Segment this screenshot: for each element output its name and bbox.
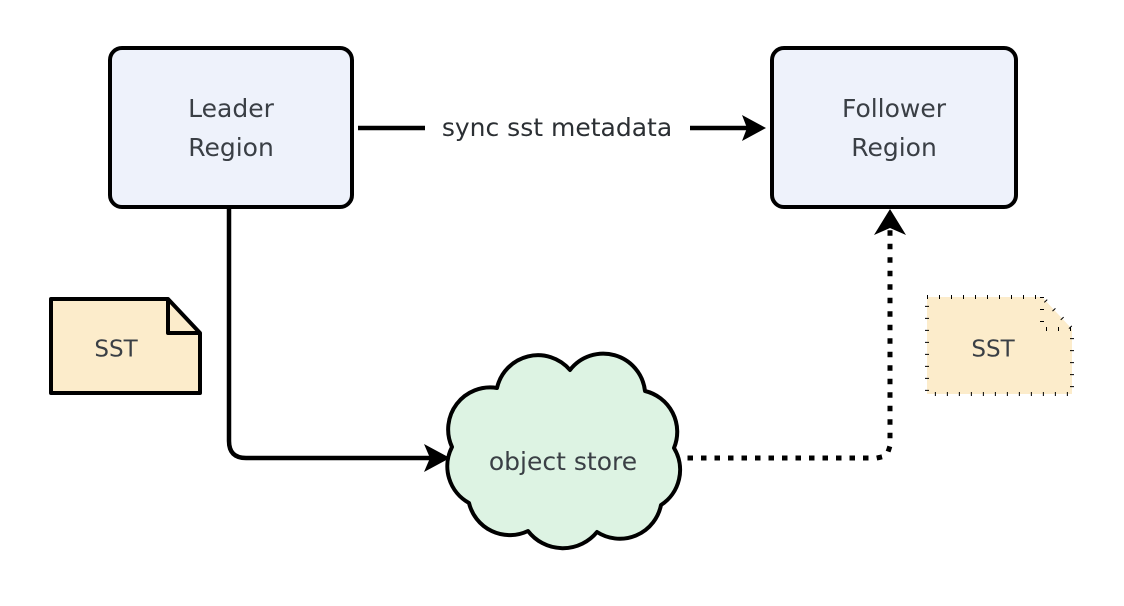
edge-sync-sst-metadata: sync sst metadata	[358, 113, 766, 142]
sst-leader-label: SST	[94, 337, 138, 363]
node-follower-region[interactable]: Follower Region	[770, 46, 1018, 209]
follower-region-label-line2: Region	[851, 133, 937, 162]
sst-follower-document-fill	[927, 297, 1072, 394]
edge-upload-path	[226, 209, 432, 461]
sst-leader-fold-icon	[166, 299, 200, 335]
follower-region-label-line1: Follower	[842, 94, 947, 123]
edge-object-store-to-follower	[687, 209, 906, 461]
leader-region-box[interactable]	[108, 46, 354, 209]
object-store-label: object store	[489, 447, 637, 476]
edge-fetch-path	[687, 229, 893, 461]
sst-leader-document-icon[interactable]	[49, 297, 202, 395]
follower-region-box[interactable]	[770, 46, 1018, 209]
node-sst-follower[interactable]: SST	[925, 295, 1074, 396]
edge-fetch-arrowhead	[874, 209, 906, 235]
node-sst-leader[interactable]: SST	[49, 297, 202, 395]
leader-region-label-line2: Region	[188, 133, 274, 162]
node-leader-region[interactable]: Leader Region	[108, 46, 354, 209]
object-store-cloud-icon[interactable]	[445, 351, 683, 551]
edge-upload-arrowhead	[424, 444, 450, 472]
edge-sync-label: sync sst metadata	[442, 113, 672, 142]
edge-leader-to-object-store	[226, 209, 450, 472]
leader-region-label-line1: Leader	[188, 94, 274, 123]
edge-sync-arrowhead	[742, 115, 766, 141]
sst-follower-label: SST	[971, 337, 1015, 363]
node-object-store[interactable]: object store	[445, 351, 683, 551]
